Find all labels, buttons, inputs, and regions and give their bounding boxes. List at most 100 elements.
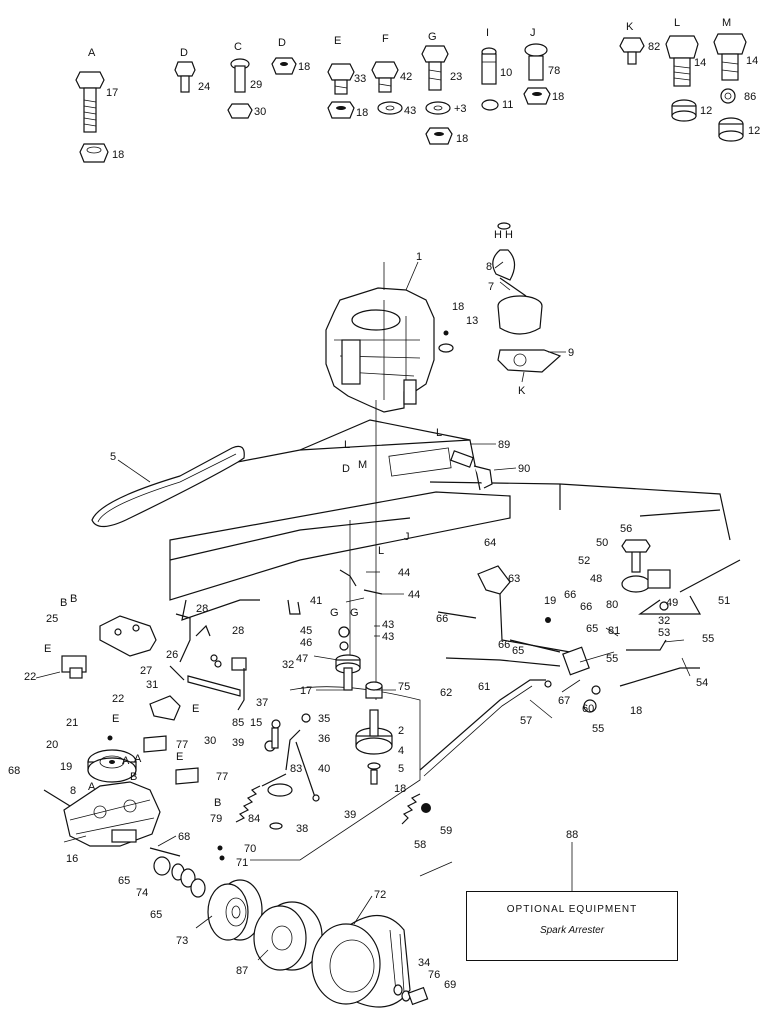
hardware-labels: A 17 18 D 24 C 29 30 D 18 E 33 18 F 42 4… [88,17,760,161]
bolt-I [481,47,497,85]
label-18-A: 18 [112,149,124,161]
label-19-right: 19 [544,595,556,607]
label-38: 38 [296,823,308,835]
label-36: 36 [318,733,330,745]
label-33: 33 [354,73,366,85]
label-81: 81 [608,625,620,637]
label-21: 21 [66,717,78,729]
pulley [87,735,137,783]
label-A-pulley-1: A [122,755,130,767]
fittings [450,450,493,489]
label-8: 8 [486,261,492,273]
bolt-G [421,45,449,91]
label-A-pulley-2: A [134,753,142,765]
label-18-E: 18 [356,107,368,119]
lift-assembly [583,539,741,713]
label-54: 54 [696,677,708,689]
label-29: 29 [250,79,262,91]
label-44-b: 44 [408,589,420,601]
label-30: 30 [254,106,266,118]
transaxle [43,781,181,857]
nut-J [523,87,551,105]
label-68-b: 68 [178,831,190,843]
label-13: 13 [466,315,478,327]
label-87: 87 [236,965,248,977]
label-5-belt: 5 [110,451,116,463]
frame-panel [169,400,731,861]
label-18-spring: 18 [394,783,406,795]
label-75: 75 [398,681,410,693]
wheel-rim [207,879,263,941]
bolt-C [230,58,250,93]
label-B-1: B [60,597,67,609]
label-66-a: 66 [436,613,448,625]
muffler [438,222,562,373]
label-44-a: 44 [398,567,410,579]
label-66-b: 66 [564,589,576,601]
label-58: 58 [414,839,426,851]
label-78: 78 [548,65,560,77]
label-12-L: 12 [700,105,712,117]
label-18-G: 18 [456,133,468,145]
label-K: K [626,21,634,33]
label-L-2: L [436,427,442,439]
label-52: 52 [578,555,590,567]
label-62: 62 [440,687,452,699]
label-74: 74 [136,887,148,899]
nut-C [227,103,253,119]
label-86: 86 [744,91,756,103]
nut-A [79,143,109,163]
label-D2: D [278,37,286,49]
label-65-b: 65 [586,623,598,635]
label-89: 89 [498,439,510,451]
shift-lever [437,565,571,653]
label-49: 49 [666,597,678,609]
label-E: E [334,35,341,47]
label-60: 60 [582,703,594,715]
optional-equipment-title: OPTIONAL EQUIPMENT [506,904,638,915]
label-10: 10 [500,67,512,79]
label-40: 40 [318,763,330,775]
label-48: 48 [590,573,602,585]
label-1: 1 [416,251,422,263]
clips-77 [143,735,199,785]
label-J-frame: J [404,531,410,543]
label-69: 69 [444,979,456,991]
assembly-labels: 1 8 H H 7 18 13 9 K 89 90 5 L L D M J L … [110,229,730,851]
bolt-F [371,61,399,93]
label-16: 16 [66,853,78,865]
label-E-1: E [44,643,51,655]
tube [253,901,323,971]
label-30-left: 30 [204,735,216,747]
bolt-L [665,35,699,87]
label-51: 51 [718,595,730,607]
label-19-left: 19 [60,761,72,773]
nut-G [425,127,453,145]
drive-belt [91,445,245,528]
star-washer-M [720,88,736,104]
label-66-c: 66 [580,601,592,613]
label-73: 73 [176,935,188,947]
engine [325,287,435,413]
label-42: 42 [400,71,412,83]
label-8-left: 8 [70,785,76,797]
label-5-center: 5 [398,763,404,775]
label-I: I [486,27,489,39]
bolt-J [524,43,548,81]
nut-L [671,99,697,122]
label-L-3: L [378,545,384,557]
spring-58 [401,793,431,825]
label-plus3: +3 [454,103,467,115]
label-C: C [234,41,242,53]
label-18-eng: 18 [452,301,464,313]
label-M: M [722,17,731,29]
label-27: 27 [140,665,152,677]
label-61: 61 [478,681,490,693]
label-L-1: L [344,439,350,451]
label-34: 34 [418,957,430,969]
clip-22 [61,655,181,721]
label-B-3: B [130,771,137,783]
label-32-left: 32 [282,659,294,671]
label-79: 79 [210,813,222,825]
